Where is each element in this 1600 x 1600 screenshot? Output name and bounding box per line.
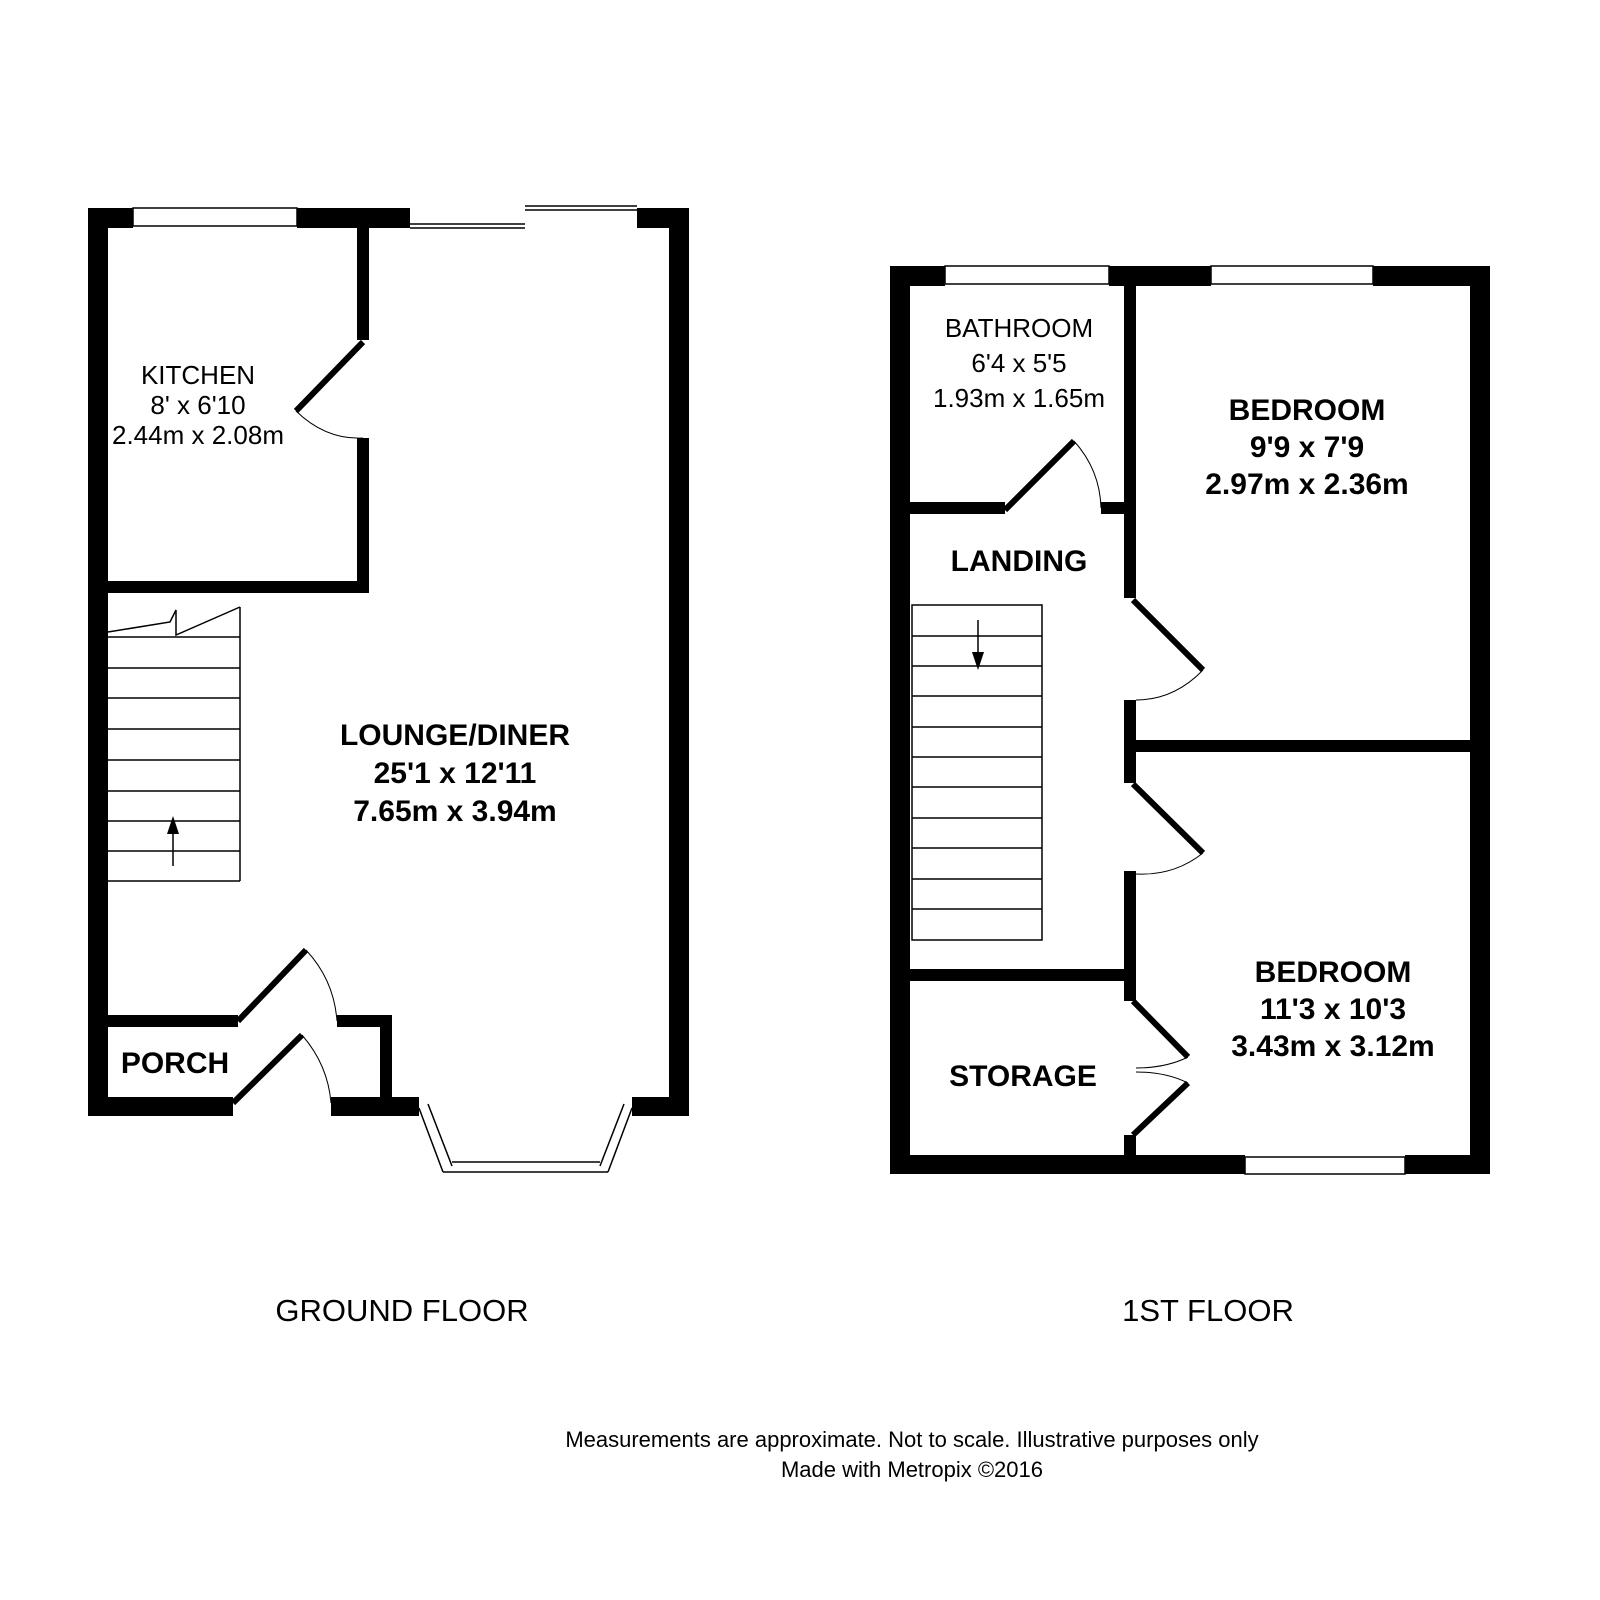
first-floor-caption: 1ST FLOOR xyxy=(1122,1293,1294,1328)
disclaimer-note: Measurements are approximate. Not to sca… xyxy=(565,1427,1258,1452)
landing-name: LANDING xyxy=(951,545,1088,578)
first-floor-plan: BATHROOM 6'4 x 5'5 1.93m x 1.65m BEDROOM… xyxy=(890,265,1490,1175)
porch-inner-door xyxy=(235,947,338,1024)
metropix-credit: Made with Metropix ©2016 xyxy=(781,1457,1043,1482)
bedroom-one-label: BEDROOM 9'9 x 7'9 2.97m x 2.36m xyxy=(1205,394,1408,501)
storage-double-doors xyxy=(1130,998,1191,1138)
front-door xyxy=(230,1032,332,1106)
lounge-metric-size: 7.65m x 3.94m xyxy=(353,795,556,828)
kitchen-door xyxy=(293,339,366,439)
bedroom-two-imperial-size: 11'3 x 10'3 xyxy=(1260,993,1406,1026)
lounge-imperial-size: 25'1 x 12'11 xyxy=(374,757,537,790)
first-floor-walls xyxy=(890,266,1490,1174)
kitchen-label: KITCHEN 8' x 6'10 2.44m x 2.08m xyxy=(112,360,284,450)
bathroom-imperial-size: 6'4 x 5'5 xyxy=(971,348,1066,378)
stairs-down-arrowhead xyxy=(972,652,984,670)
bedroom-two-window xyxy=(1244,1156,1406,1175)
bedroom-one-window xyxy=(1210,265,1374,285)
porch-name: PORCH xyxy=(121,1047,229,1080)
lounge-name: LOUNGE/DINER xyxy=(340,719,570,752)
ground-floor-walls xyxy=(88,208,689,1116)
kitchen-name: KITCHEN xyxy=(141,360,255,390)
bay-window xyxy=(418,1103,633,1173)
bedroom-two-metric-size: 3.43m x 3.12m xyxy=(1231,1030,1434,1063)
bedroom-one-door xyxy=(1130,597,1206,701)
bedroom-one-imperial-size: 9'9 x 7'9 xyxy=(1250,431,1364,464)
patio-sliding-door xyxy=(410,205,637,229)
bedroom-two-label: BEDROOM 11'3 x 10'3 3.43m x 3.12m xyxy=(1231,956,1434,1063)
bedroom-one-name: BEDROOM xyxy=(1229,394,1386,427)
bedroom-two-door xyxy=(1130,781,1206,875)
bathroom-metric-size: 1.93m x 1.65m xyxy=(933,383,1105,413)
ground-floor-caption: GROUND FLOOR xyxy=(275,1293,528,1328)
stairs-up-arrowhead xyxy=(167,816,179,834)
kitchen-imperial-size: 8' x 6'10 xyxy=(150,390,245,420)
bathroom-window xyxy=(944,265,1110,285)
ground-floor-stairs xyxy=(107,606,241,882)
bathroom-door xyxy=(1002,438,1102,513)
lounge-label: LOUNGE/DINER 25'1 x 12'11 7.65m x 3.94m xyxy=(340,719,570,828)
kitchen-window xyxy=(132,207,298,227)
storage-name: STORAGE xyxy=(949,1060,1097,1093)
bathroom-name: BATHROOM xyxy=(945,313,1093,343)
bathroom-label: BATHROOM 6'4 x 5'5 1.93m x 1.65m xyxy=(933,313,1105,413)
bedroom-two-name: BEDROOM xyxy=(1255,956,1412,989)
stairs-break-line xyxy=(107,606,241,637)
kitchen-metric-size: 2.44m x 2.08m xyxy=(112,420,284,450)
first-floor-stairs xyxy=(911,604,1043,941)
bedroom-one-metric-size: 2.97m x 2.36m xyxy=(1205,468,1408,501)
ground-floor-plan: KITCHEN 8' x 6'10 2.44m x 2.08m LOUNGE/D… xyxy=(88,205,689,1173)
